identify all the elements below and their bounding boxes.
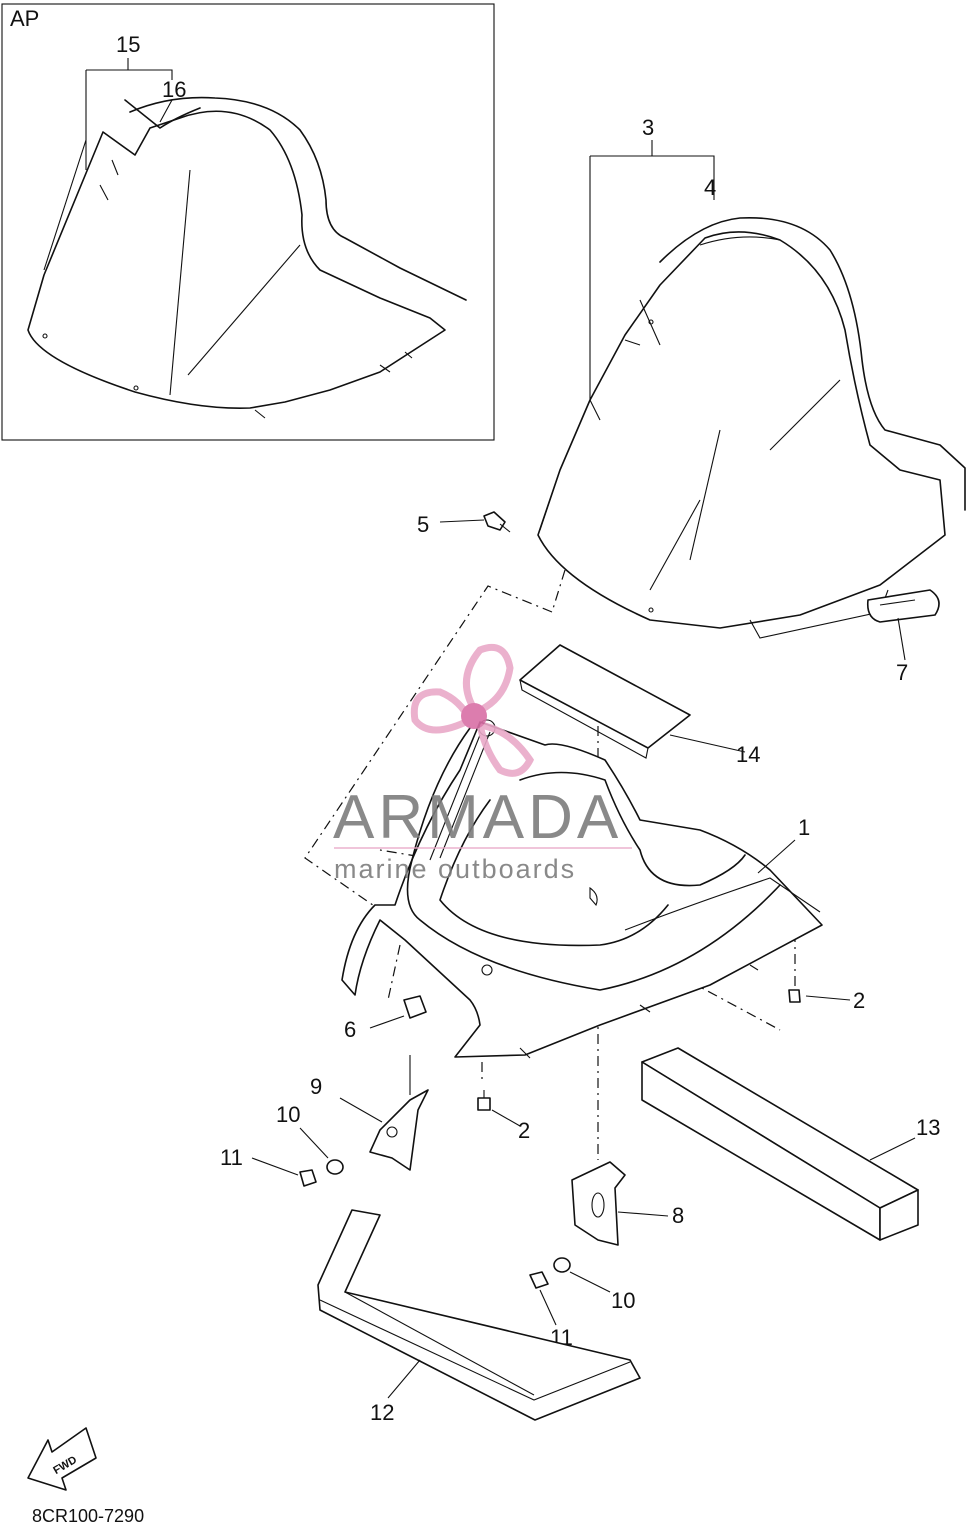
callout-2-right: 2 bbox=[853, 988, 865, 1013]
windshield-outline bbox=[537, 231, 946, 629]
callout-15: 15 bbox=[116, 32, 140, 57]
callout-9: 9 bbox=[310, 1074, 322, 1099]
windshield-rim bbox=[659, 216, 966, 511]
inset-alternate-part: AP 15 16 bbox=[1, 3, 495, 441]
pad-14: 14 bbox=[519, 644, 760, 767]
watermark-tagline: marine outboards bbox=[334, 854, 576, 884]
grommet-6: 6 bbox=[344, 995, 427, 1042]
callout-7: 7 bbox=[896, 660, 908, 685]
callout-2-center: 2 bbox=[518, 1118, 530, 1143]
propeller-logo bbox=[410, 643, 535, 777]
inset-windshield-rim bbox=[129, 96, 467, 301]
callout-10-left: 10 bbox=[276, 1102, 300, 1127]
callout-14: 14 bbox=[736, 742, 760, 767]
nut-11-left: 11 bbox=[220, 1145, 317, 1187]
callout-3: 3 bbox=[642, 115, 654, 140]
callout-4: 4 bbox=[704, 175, 716, 200]
bracket-9: 9 bbox=[310, 1055, 429, 1171]
callout-5: 5 bbox=[417, 512, 429, 537]
bracket-8: 8 bbox=[571, 1161, 684, 1246]
callout-11-left: 11 bbox=[220, 1145, 243, 1170]
windshield: 3 4 bbox=[537, 115, 966, 639]
inset-label: AP bbox=[10, 6, 39, 31]
screw-2-right: 2 bbox=[788, 988, 865, 1013]
callout-8: 8 bbox=[672, 1203, 684, 1228]
washer-10-left: 10 bbox=[276, 1102, 344, 1175]
pad-12: 12 bbox=[317, 1209, 641, 1425]
cowling-outline bbox=[341, 721, 823, 1058]
diagram-code: 8CR100-7290 bbox=[32, 1506, 144, 1525]
cowling-1: 1 bbox=[341, 719, 823, 1059]
inset-windshield bbox=[27, 110, 446, 409]
screw-5: 5 bbox=[417, 511, 511, 537]
callout-1: 1 bbox=[798, 815, 810, 840]
forward-arrow: FWD bbox=[27, 1427, 97, 1491]
callout-10-right: 10 bbox=[611, 1288, 635, 1313]
watermark: ARMADA marine outboards bbox=[333, 643, 632, 884]
inset-frame bbox=[1, 3, 495, 441]
callout-16: 16 bbox=[162, 77, 186, 102]
watermark-brand: ARMADA bbox=[333, 783, 622, 852]
callout-12: 12 bbox=[370, 1400, 394, 1425]
callout-13: 13 bbox=[916, 1115, 940, 1140]
bracket-7: 7 bbox=[866, 589, 940, 685]
screw-2-center: 2 bbox=[477, 1090, 530, 1143]
callout-6: 6 bbox=[344, 1017, 356, 1042]
washer-10-right: 10 bbox=[553, 1257, 635, 1313]
pad-13: 13 bbox=[641, 1047, 940, 1241]
